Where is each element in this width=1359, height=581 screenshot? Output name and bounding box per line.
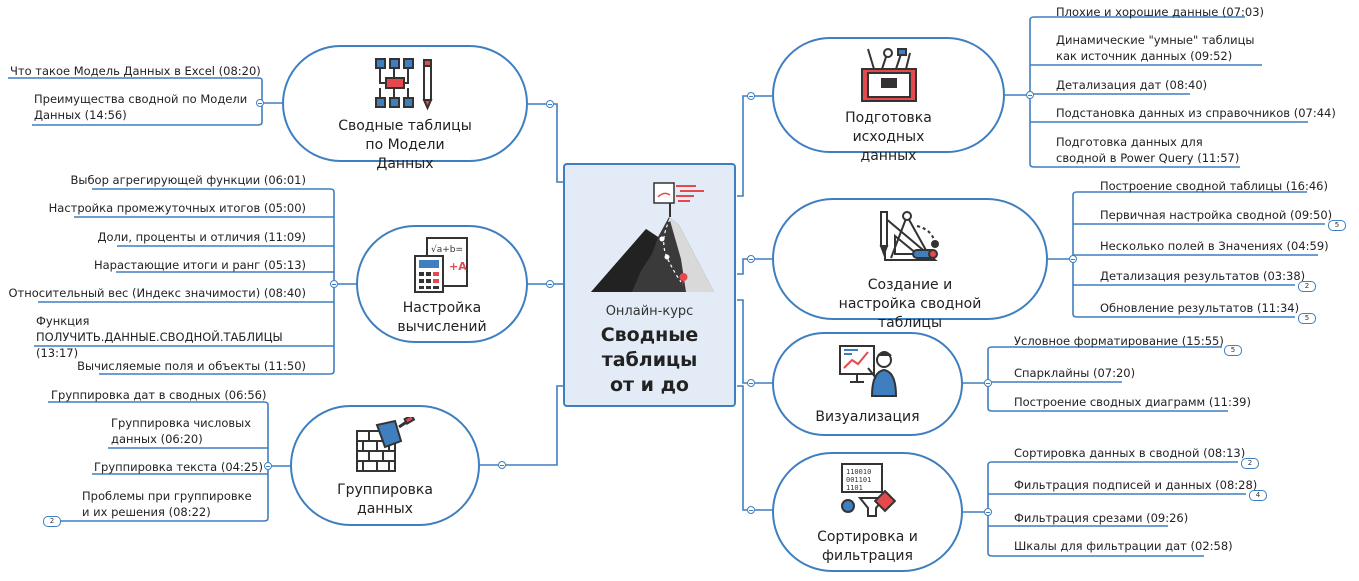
topic-data-preparation[interactable]: Подготовка исходных данных (772, 37, 1005, 164)
leaf-topic-1[interactable]: Что такое Модель Данных в Excel (08:20) (10, 64, 261, 78)
leaf-topic-5[interactable]: Первичная настройка сводной (09:50) (1100, 208, 1333, 222)
course-title: Сводные таблицы от и до (565, 323, 734, 398)
topic-label: Визуализация (815, 409, 920, 425)
presenter-chart-icon (838, 345, 897, 397)
count-badge[interactable]: 4 (1249, 490, 1267, 501)
collapse-toggle[interactable] (747, 92, 755, 100)
collapse-toggle[interactable] (747, 379, 755, 387)
topic-label: Группировка данных (337, 482, 433, 517)
count-badge[interactable]: 2 (43, 516, 61, 527)
collapse-toggle[interactable] (498, 461, 506, 469)
leaf-topic-2[interactable]: Относительный вес (Индекс значимости) (0… (8, 286, 306, 300)
leaf-topic-6[interactable]: Спарклайны (07:20) (1014, 366, 1136, 380)
leaf-topic-3[interactable]: Группировка числовых данных (06:20) (111, 416, 252, 446)
leaf-topic-4[interactable]: Динамические "умные" таблицы как источни… (1056, 33, 1255, 63)
svg-text:110010: 110010 (846, 468, 871, 476)
leaf-topic-7[interactable]: Сортировка данных в сводной (08:13) (1014, 446, 1246, 460)
collapse-toggle[interactable] (984, 379, 992, 387)
svg-text:+A: +A (449, 260, 467, 273)
collapse-toggle[interactable] (546, 280, 554, 288)
count-badge[interactable]: 5 (1298, 313, 1316, 324)
leaf-topic-7[interactable]: Шкалы для фильтрации дат (02:58) (1014, 539, 1233, 553)
svg-text:1101: 1101 (846, 484, 863, 492)
count-badge[interactable]: 2 (1241, 458, 1259, 469)
course-title-text: Сводные таблицы от и до (600, 324, 699, 396)
collapse-toggle[interactable] (1026, 91, 1034, 99)
drafting-tools-icon (879, 211, 939, 261)
collapse-toggle[interactable] (264, 462, 272, 470)
collapse-toggle[interactable] (984, 508, 992, 516)
topic-label: Настройка вычислений (397, 300, 487, 335)
topic-label: Создание и настройка сводной таблицы (838, 277, 982, 331)
leaf-topic-2[interactable]: Нарастающие итоги и ранг (05:13) (93, 258, 306, 272)
svg-text:001101: 001101 (846, 476, 871, 484)
leaf-topic-1[interactable]: Преимущества сводной по Модели Данных (1… (34, 92, 248, 122)
diagram-pencil-icon (375, 58, 433, 111)
topic-create-pivot[interactable]: Создание и настройка сводной таблицы (772, 198, 1048, 331)
topic-label: Подготовка исходных данных (845, 110, 932, 164)
leaf-topic-2[interactable]: Функция ПОЛУЧИТЬ.ДАННЫЕ.СВОДНОЙ.ТАБЛИЦЫ … (36, 314, 283, 360)
calculator-formula-icon: √a+b= +A (414, 237, 468, 293)
leaf-topic-3[interactable]: Проблемы при группировке и их решения (0… (82, 489, 252, 519)
collapse-toggle[interactable] (256, 99, 264, 107)
leaf-topic-7[interactable]: Фильтрация подписей и данных (08:28) (1014, 478, 1258, 492)
svg-text:√a+b=: √a+b= (431, 244, 463, 255)
topic-grouping[interactable]: Группировка данных (290, 405, 480, 526)
topic-sort-filter[interactable]: 110010 001101 1101 Сортировка и фильтрац… (772, 452, 963, 572)
toolbox-icon (860, 48, 917, 102)
leaf-topic-3[interactable]: Группировка текста (04:25) (94, 460, 263, 474)
leaf-topic-6[interactable]: Построение сводных диаграмм (11:39) (1014, 395, 1251, 409)
leaf-topic-5[interactable]: Обновление результатов (11:34) (1100, 301, 1300, 315)
leaf-topic-4[interactable]: Плохие и хорошие данные (07:03) (1056, 5, 1265, 19)
data-filter-icon: 110010 001101 1101 (840, 463, 896, 517)
leaf-topic-6[interactable]: Условное форматирование (15:55) (1014, 334, 1224, 348)
leaf-topic-4[interactable]: Подготовка данных для сводной в Power Qu… (1056, 135, 1240, 165)
topic-pivot-data-model[interactable]: Сводные таблицы по Модели Данных (282, 45, 528, 172)
leaf-topic-2[interactable]: Доли, проценты и отличия (11:09) (97, 230, 306, 244)
count-badge[interactable]: 5 (1328, 220, 1346, 231)
collapse-toggle[interactable] (747, 506, 755, 514)
topic-calculations[interactable]: √a+b= +A Настройка вычислений (356, 225, 528, 343)
leaf-topic-2[interactable]: Настройка промежуточных итогов (05:00) (48, 201, 306, 215)
count-badge[interactable]: 2 (1298, 281, 1316, 292)
leaf-topic-2[interactable]: Вычисляемые поля и объекты (11:50) (77, 359, 306, 373)
topic-label: Сводные таблицы по Модели Данных (338, 118, 472, 172)
leaf-topic-5[interactable]: Построение сводной таблицы (16:46) (1100, 179, 1328, 193)
mountain-flag-icon (591, 182, 714, 292)
leaf-topic-2[interactable]: Выбор агрегирующей функции (06:01) (70, 173, 306, 187)
central-topic[interactable]: Онлайн-курс Сводные таблицы от и до (563, 163, 736, 407)
topic-visualization[interactable]: Визуализация (772, 332, 963, 436)
collapse-toggle[interactable] (330, 280, 338, 288)
leaf-topic-4[interactable]: Детализация дат (08:40) (1056, 78, 1208, 92)
course-subtitle: Онлайн-курс (605, 304, 694, 319)
topic-label: Сортировка и фильтрация (817, 529, 918, 564)
leaf-topic-5[interactable]: Несколько полей в Значениях (04:59) (1100, 239, 1329, 253)
collapse-toggle[interactable] (1069, 255, 1077, 263)
leaf-topic-3[interactable]: Группировка дат в сводных (06:56) (51, 388, 267, 402)
leaf-topic-7[interactable]: Фильтрация срезами (09:26) (1014, 511, 1189, 525)
leaf-topic-5[interactable]: Детализация результатов (03:38) (1100, 269, 1306, 283)
count-badge[interactable]: 5 (1224, 345, 1242, 356)
collapse-toggle[interactable] (546, 100, 554, 108)
brick-trowel-icon (356, 417, 415, 472)
collapse-toggle[interactable] (747, 255, 755, 263)
leaf-topic-4[interactable]: Подстановка данных из справочников (07:4… (1056, 106, 1336, 120)
